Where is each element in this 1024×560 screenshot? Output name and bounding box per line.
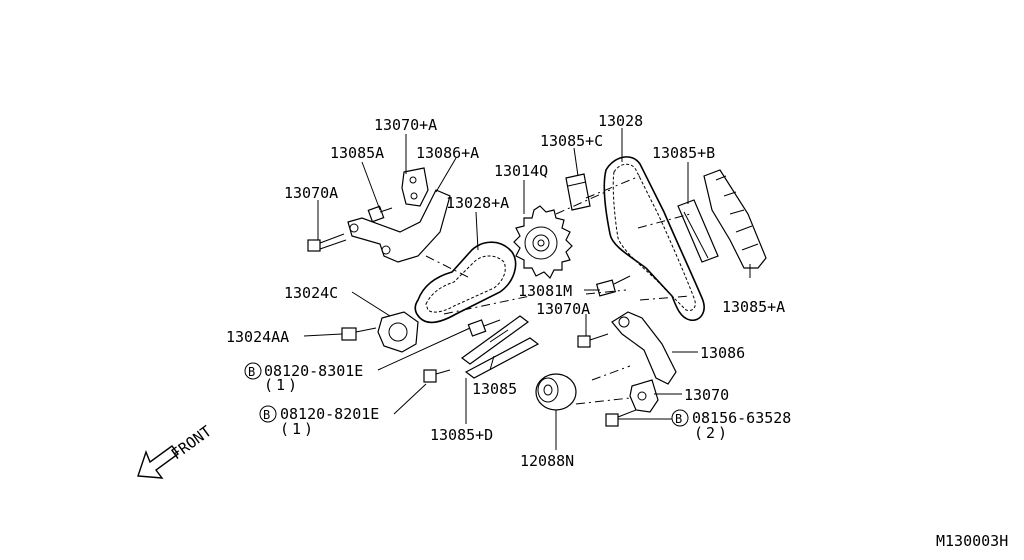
front-direction-indicator: FRONT (137, 422, 215, 479)
label-12088n: 12088N (520, 452, 574, 470)
label-bolt-0815663528: 08156-63528 (692, 409, 791, 427)
circle-b-marker: B (675, 412, 682, 426)
part-bolt-081208301e (467, 319, 501, 337)
part-guide-13086a (347, 189, 451, 263)
label-13085-d-plus: 13085+D (430, 426, 493, 444)
label-bolt-081208301e: 08120-8301E (264, 362, 363, 380)
label-13028-a-plus: 13028+A (446, 194, 509, 212)
part-bolt-0815663528 (605, 409, 637, 427)
front-label: FRONT (168, 422, 215, 463)
label-13028: 13028 (598, 112, 643, 130)
part-bolt-13070a-lower (577, 333, 609, 348)
part-tensioner-13070 (629, 379, 659, 413)
label-bolt-0815663528-qty: (2) (694, 424, 730, 442)
part-guide-13085 (460, 315, 540, 379)
label-13070a-lower: 13070A (536, 300, 590, 318)
assembly-centerlines (425, 175, 691, 405)
part-bolt-081208201e (423, 369, 451, 383)
part-chain-13028 (603, 156, 705, 322)
callout-bolt-0815663528: B 08156-63528 (2) (671, 409, 791, 442)
part-tensioner-arm-13086 (611, 311, 677, 385)
label-13085-c-plus: 13085+C (540, 132, 603, 150)
callout-bolt-081208301e: B 08120-8301E (1) (244, 362, 363, 394)
part-guide-13085b (677, 199, 719, 263)
label-13085: 13085 (472, 380, 517, 398)
label-13070: 13070 (684, 386, 729, 404)
circle-b-marker: B (248, 365, 255, 379)
label-13086: 13086 (700, 344, 745, 362)
label-13085a: 13085A (330, 144, 384, 162)
circle-b-marker: B (263, 408, 270, 422)
label-13081m: 13081M (518, 282, 572, 300)
label-13024c: 13024C (284, 284, 338, 302)
part-tensioner-upper (401, 167, 429, 207)
part-bolt-13085a (367, 205, 393, 223)
part-sprocket-13014q (513, 205, 573, 280)
part-wheel-12088n (535, 373, 577, 411)
label-13070-a-plus: 13070+A (374, 116, 437, 134)
label-bolt-081208301e-qty: (1) (264, 376, 300, 394)
label-13014q: 13014Q (494, 162, 548, 180)
label-bolt-081208201e-qty: (1) (280, 420, 316, 438)
part-chain-13028a (414, 241, 517, 324)
part-plate-13024c (377, 311, 419, 353)
callout-bolt-081208201e: B 08120-8201E (1) (259, 405, 379, 438)
label-13086-a-plus: 13086+A (416, 144, 479, 162)
diagram-id: M130003H (936, 532, 1008, 550)
label-bolt-081208201e: 08120-8201E (280, 405, 379, 423)
leader-lines (303, 128, 751, 450)
part-bolt-13024aa (341, 327, 377, 341)
part-bolt-13070a (307, 233, 347, 252)
part-guide-13085a-plus (703, 169, 767, 269)
label-13085-a-plus: 13085+A (722, 298, 785, 316)
label-13024aa: 13024AA (226, 328, 289, 346)
label-13085-b-plus: 13085+B (652, 144, 715, 162)
part-pin-13081m (595, 275, 631, 297)
front-arrow-icon (137, 445, 179, 479)
label-13070a: 13070A (284, 184, 338, 202)
